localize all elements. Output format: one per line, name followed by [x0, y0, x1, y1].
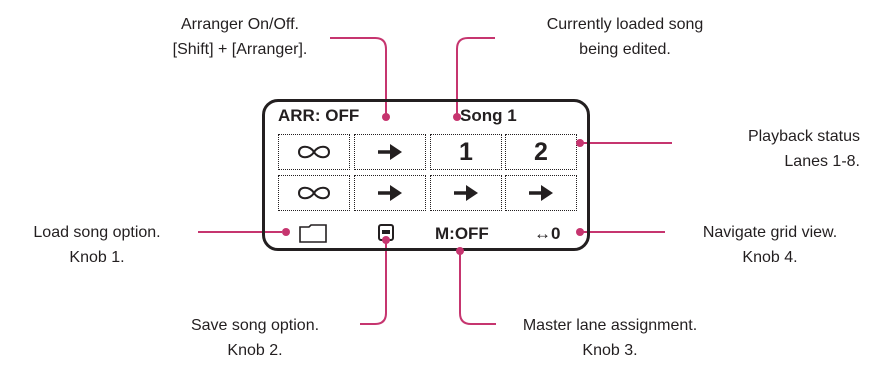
- lane-2-status: [354, 134, 426, 170]
- infinity-icon: [297, 186, 331, 200]
- right-arrow-icon: [454, 185, 478, 201]
- device-screen: [262, 99, 590, 251]
- lane-8-status: [505, 175, 577, 211]
- right-arrow-icon: [378, 144, 402, 160]
- lane-7-status: [430, 175, 502, 211]
- save-callout-dot: [382, 236, 390, 244]
- arranger-annotation: Arranger On/Off.[Shift] + [Arranger].: [172, 16, 308, 58]
- infinity-icon: [297, 145, 331, 159]
- master-callout-dot: [456, 247, 464, 255]
- arranger-callout-dot: [382, 113, 390, 121]
- load-callout-dot: [282, 228, 290, 236]
- lane-4-status: 2: [505, 134, 577, 170]
- master-lane-label[interactable]: M:OFF: [435, 224, 489, 243]
- lane-6-status: [354, 175, 426, 211]
- navigate-callout-dot: [576, 228, 584, 236]
- song-name: Song 1: [460, 106, 517, 125]
- right-arrow-icon: [529, 185, 553, 201]
- lane-1-status: [278, 134, 350, 170]
- navigate-grid-label[interactable]: ↔0: [534, 224, 561, 243]
- folder-icon[interactable]: [299, 224, 327, 243]
- master-annotation: Master lane assignment.Knob 3.: [522, 317, 698, 359]
- save-annotation: Save song option.Knob 2.: [190, 317, 320, 359]
- load-annotation: Load song option.Knob 1.: [33, 224, 161, 266]
- song-callout-dot: [453, 113, 461, 121]
- playback-callout-dot: [576, 139, 584, 147]
- lane-5-status: [278, 175, 350, 211]
- lane-3-status: 1: [430, 134, 502, 170]
- right-arrow-icon: [378, 185, 402, 201]
- arranger-status: ARR: OFF: [278, 106, 360, 125]
- navigate-annotation: Navigate grid view.Knob 4.: [702, 224, 838, 266]
